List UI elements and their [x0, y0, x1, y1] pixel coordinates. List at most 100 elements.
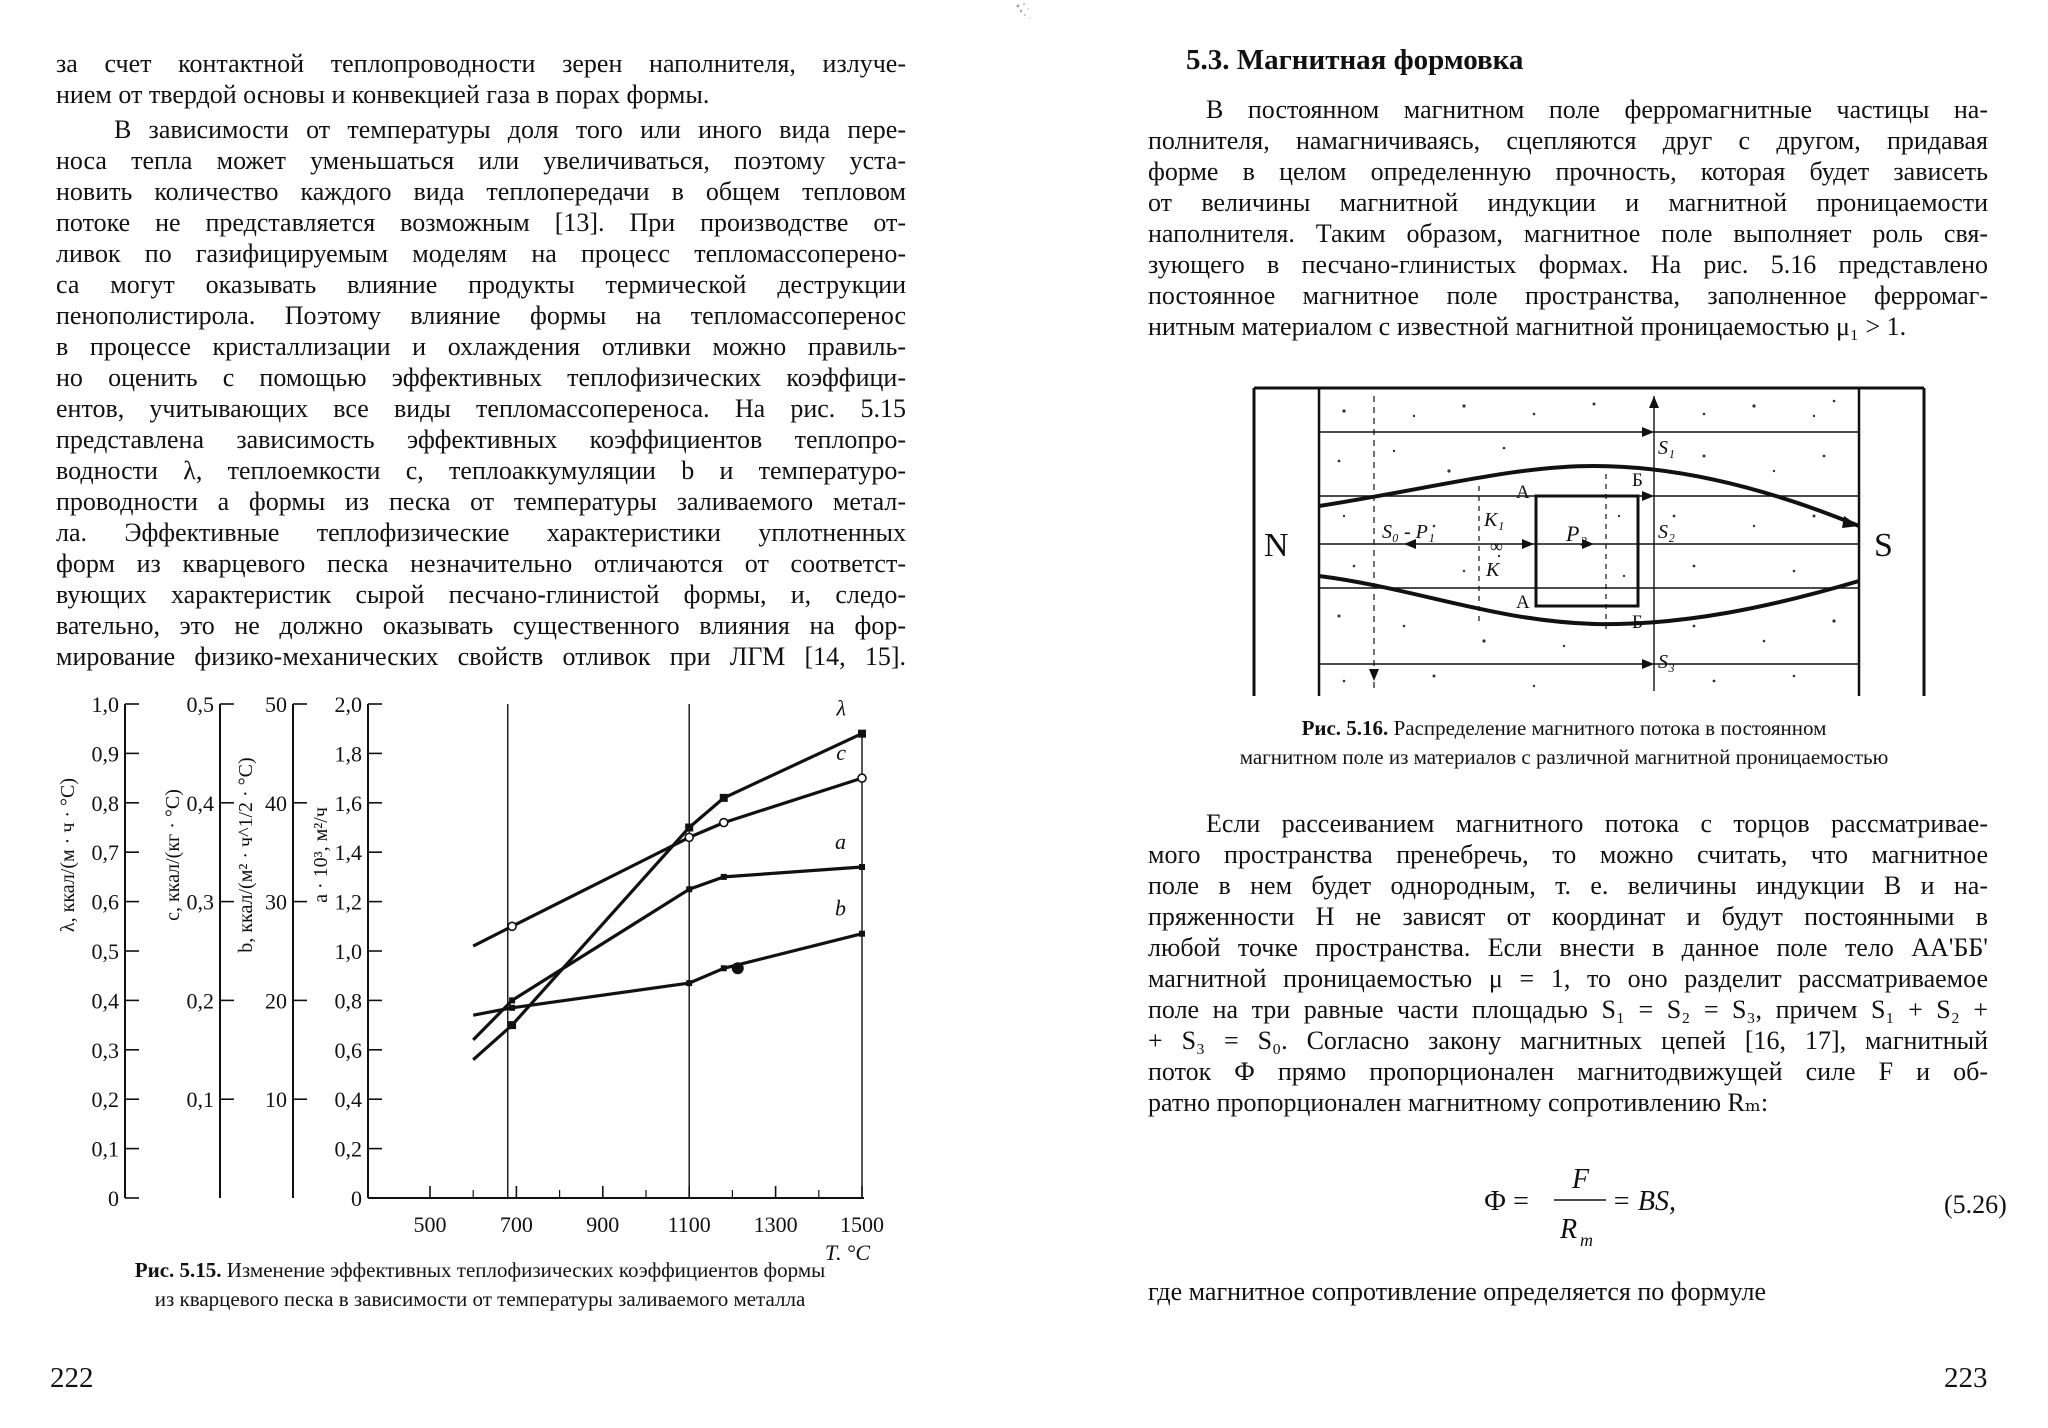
- text-line: пряженности H не зависят от координат и …: [1148, 902, 1988, 931]
- caption-line: магнитном поле из материалов с различной…: [1239, 745, 1889, 769]
- text-line: представлена зависимость эффективных коэ…: [56, 425, 906, 454]
- chart-point: [857, 773, 867, 783]
- text-line: от величины магнитной индукции и магнитн…: [1148, 188, 1988, 217]
- label-s3: S₃: [1658, 651, 1675, 673]
- chart-tick-label: 0: [108, 1186, 119, 1211]
- chart-extra-point: [731, 962, 744, 975]
- chart-point: [685, 823, 694, 832]
- text-line: за счет контактной теплопроводности зере…: [56, 49, 906, 78]
- chart-tick-label: 30: [265, 890, 287, 915]
- label-b-top: Б: [1632, 470, 1643, 491]
- caption-line: из кварцевого песка в зависимости от тем…: [154, 1287, 806, 1311]
- chart-x-tick-label: 1100: [668, 1212, 711, 1237]
- chart-tick-label: 0,1: [92, 1137, 120, 1162]
- sand-texture: [1337, 399, 1836, 688]
- figure-label: Рис. 5.16.: [1301, 716, 1389, 740]
- text-line: вующих характеристик сырой песчано-глини…: [56, 580, 906, 609]
- chart-tick-label: 0,2: [187, 988, 215, 1013]
- body-square: [1534, 494, 1640, 608]
- chart-tick-label: 0,4: [335, 1087, 363, 1112]
- text-line: форме в целом определенную прочность, ко…: [1148, 157, 1988, 186]
- chart-axis-label: a · 10³, м²/ч: [310, 807, 332, 903]
- text-line: вательно, это не должно оказывать сущест…: [56, 611, 906, 640]
- chart-point: [509, 1004, 516, 1011]
- formula-denominator-sub: m: [1580, 1230, 1593, 1250]
- chart-tick-label: 0,4: [187, 791, 215, 816]
- chart-tick-label: 0,2: [335, 1137, 363, 1162]
- label-k: K: [1485, 559, 1501, 581]
- text-line: поток Ф прямо пропорционален магнитодвиж…: [1148, 1057, 1988, 1086]
- label-k1: K₁: [1483, 509, 1504, 531]
- chart-tick-label: 1,8: [335, 741, 363, 766]
- chart-series-a: [472, 865, 863, 1042]
- chart-series-label: c: [836, 740, 846, 765]
- chart-point: [858, 729, 866, 738]
- text-line: форм из кварцевого песка незначительно о…: [56, 549, 906, 578]
- chart-series-λ: [472, 732, 863, 1061]
- chart-tick-label: 50: [265, 692, 287, 717]
- chart-point: [507, 921, 517, 932]
- text-line: любой точке пространства. Если внести в …: [1148, 933, 1988, 962]
- label-b-bottom: Б: [1632, 612, 1643, 633]
- chart-point: [720, 873, 727, 880]
- chart-point: [859, 864, 865, 871]
- text-line: В постоянном магнитном поле ферромагнитн…: [1206, 95, 1988, 124]
- text-line: ливок по газифицируемым моделям на проце…: [56, 239, 906, 268]
- label-a-bottom: А: [1516, 592, 1530, 613]
- chart-point: [859, 930, 865, 937]
- flux-boundary-bottom: [1318, 574, 1860, 627]
- chart-point: [684, 832, 695, 843]
- text-line: Если рассеиванием магнитного потока с то…: [1206, 809, 1988, 838]
- chart-tick-label: 0,7: [92, 840, 120, 865]
- text-line: носа тепла может уменьшаться или увеличи…: [56, 146, 906, 175]
- chart-tick-label: 10: [265, 1087, 287, 1112]
- chart-x-tick-label: 900: [586, 1212, 619, 1237]
- chart-tick-label: 1,6: [335, 791, 363, 816]
- chart-axis-label: c, ккал/(кг · °С): [162, 789, 184, 921]
- right-paragraph-3: где магнитное сопротивление определяется…: [1148, 1276, 1988, 1307]
- label-a-top: А: [1516, 482, 1530, 503]
- text-line: магнитной проницаемостью μ = 1, то оно р…: [1148, 964, 1988, 993]
- chart-tick-label: 40: [265, 791, 287, 816]
- pole-n-label: N: [1264, 527, 1289, 564]
- chart-tick-label: 0,3: [187, 890, 215, 915]
- chart-tick-label: 0,2: [92, 1087, 120, 1112]
- chart-point: [508, 1021, 517, 1030]
- figure-5-15-chart: 1,00,90,80,70,60,50,40,30,20,10λ, ккал/(…: [57, 692, 884, 1260]
- chart-tick-label: 0: [351, 1186, 362, 1211]
- text-line: нитным материалом с известной магнитной …: [1148, 312, 1907, 341]
- text-line: В зависимости от температуры доля того и…: [114, 115, 906, 144]
- formula-rhs: = BS,: [1612, 1186, 1676, 1217]
- caption-line: Распределение магнитного потока в постоя…: [1393, 716, 1827, 740]
- chart-tick-label: 0,5: [92, 939, 120, 964]
- chart-x-tick-label: 1300: [754, 1212, 798, 1237]
- chart-point: [718, 817, 729, 828]
- chart-point: [719, 793, 728, 802]
- label-s1: S₁: [1658, 437, 1675, 459]
- text-line: потоке не представляется возможным [13].…: [56, 208, 906, 237]
- left-paragraph-1: за счет контактной теплопроводности зере…: [56, 48, 906, 110]
- label-infinity: ∞: [1490, 536, 1503, 556]
- scan-artifact: [1016, 3, 1031, 19]
- text-line: поле в нем будет однородным, т. е. велич…: [1148, 871, 1988, 900]
- chart-axis-label: λ, ккал/(м · ч · °С): [57, 778, 79, 932]
- chart-series-c: [472, 776, 863, 948]
- formula-lhs: Ф =: [1484, 1186, 1529, 1217]
- figure-5-15-caption: Рис. 5.15. Изменение эффективных теплофи…: [50, 1256, 910, 1314]
- text-line: постоянное магнитное поле пространства, …: [1148, 281, 1988, 310]
- chart-tick-label: 0,3: [92, 1038, 120, 1063]
- chart-x-label: T, °C: [825, 1240, 870, 1260]
- text-line: мого пространства пренебречь, то можно с…: [1148, 840, 1988, 869]
- page-number-right: 223: [1944, 1362, 1988, 1394]
- chart-tick-label: 1,2: [335, 890, 363, 915]
- page-number-left: 222: [50, 1362, 94, 1394]
- text-line: мирование физико-механических свойств от…: [56, 642, 906, 671]
- text-line: но оценить с помощью эффективных теплофи…: [56, 363, 906, 392]
- chart-x-tick-label: 700: [500, 1212, 533, 1237]
- text-line: новить количество каждого вида теплопере…: [56, 177, 906, 206]
- caption-line: Изменение эффективных теплофизических ко…: [226, 1258, 826, 1282]
- text-line: полнителя, намагничиваясь, сцепляются др…: [1148, 126, 1988, 155]
- figure-5-16-caption: Рис. 5.16. Распределение магнитного пото…: [1124, 714, 2004, 772]
- figure-5-16-diagram: N S S₀ - P₁ K₁ K P₂ S₁ S₂ S₃ А А Б Б ∞: [1252, 386, 1926, 696]
- formula-5-26: Ф = F R m = BS,: [1484, 1164, 1676, 1250]
